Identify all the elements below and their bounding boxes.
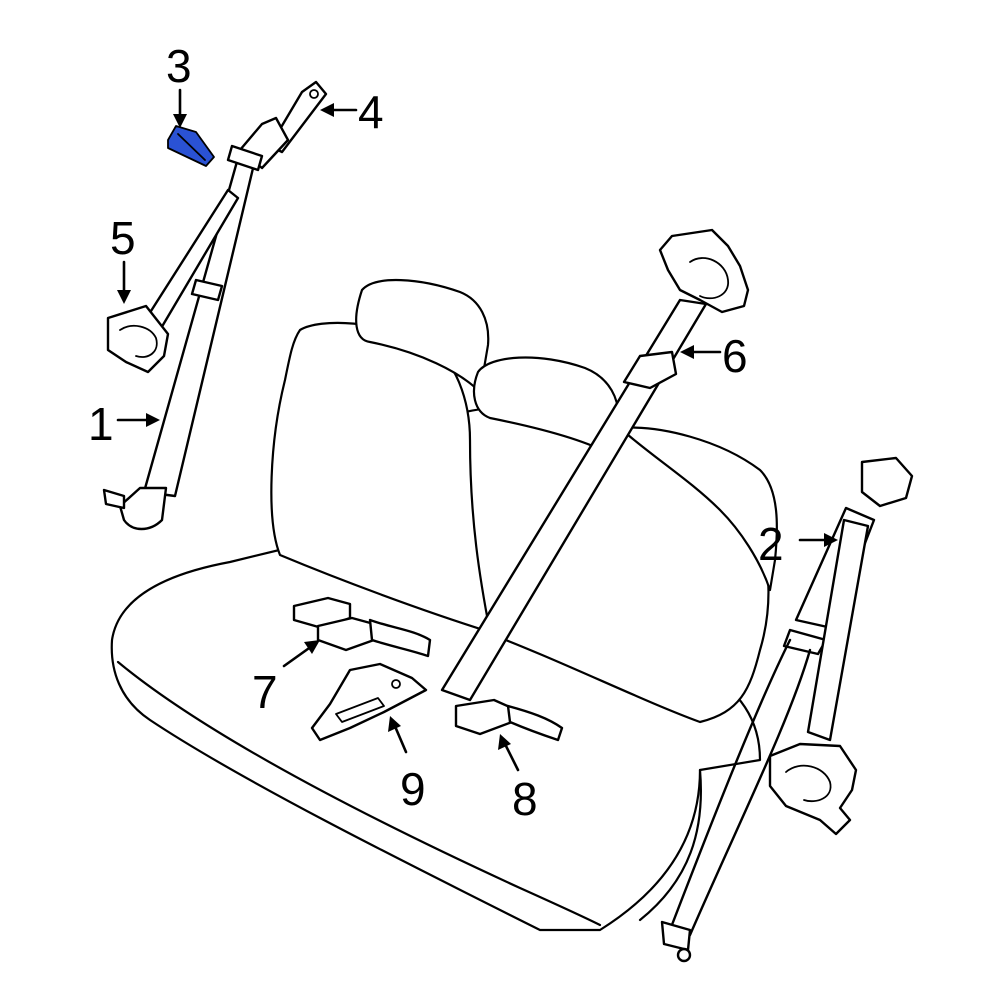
right-belt-webbing-lower-right: [688, 648, 812, 937]
upper-anchor-bolt-hole: [309, 89, 319, 99]
right-belt-webbing-to-retractor[interactable]: [806, 518, 870, 742]
mounting-bracket-hole: [391, 679, 401, 689]
callout-6[interactable]: 6: [722, 330, 748, 382]
left-belt-anchor-bolt[interactable]: [102, 488, 126, 510]
part-6-center-belt-assembly[interactable]: [440, 228, 750, 702]
mounting-bracket-slot: [335, 697, 385, 723]
left-retractor-spool: [119, 324, 158, 358]
part-2-right-belt-assembly[interactable]: [660, 456, 914, 963]
arrowhead-9: [388, 716, 401, 732]
part-8-center-buckle[interactable]: [454, 698, 564, 742]
right-belt-webbing-lower-left: [668, 638, 792, 932]
arrowhead-2: [824, 533, 838, 547]
callout-3[interactable]: 3: [166, 40, 192, 92]
seat-cushion-front-edge: [116, 660, 602, 927]
callout-7[interactable]: 7: [252, 666, 278, 718]
callout-4[interactable]: 4: [358, 86, 384, 138]
right-retractor-spool: [785, 764, 832, 803]
callout-5[interactable]: 5: [110, 212, 136, 264]
arrowhead-1: [146, 413, 160, 427]
left-belt-guide-loop[interactable]: [226, 144, 264, 172]
seat-back-right-bolster: [618, 426, 778, 592]
callout-1[interactable]: 1: [88, 398, 114, 450]
arrowhead-3: [173, 114, 187, 128]
right-belt-floor-anchor[interactable]: [660, 920, 692, 952]
callout-leaders: [116, 88, 838, 772]
part-1-left-belt-assembly[interactable]: [102, 144, 264, 531]
left-belt-slider[interactable]: [190, 278, 224, 302]
leader-8: [502, 740, 520, 772]
buckle-7-strap[interactable]: [368, 618, 432, 658]
part-7-buckle-assembly[interactable]: [292, 596, 432, 658]
center-belt-webbing[interactable]: [440, 298, 708, 702]
arrowhead-6: [680, 345, 694, 359]
arrowhead-8: [498, 734, 511, 750]
callout-8[interactable]: 8: [512, 773, 538, 825]
center-retractor-spool: [689, 257, 729, 300]
leader-9: [392, 722, 408, 754]
leader-7: [282, 644, 314, 668]
buckle-8-strap[interactable]: [506, 704, 564, 742]
arrowhead-4: [320, 103, 334, 117]
right-retractor-housing[interactable]: [768, 742, 858, 836]
left-retractor-housing[interactable]: [106, 304, 170, 374]
left-belt-lower-end[interactable]: [118, 486, 168, 531]
callout-labels: 1 2 3 4 5 6 7 8 9: [88, 40, 784, 825]
arrowhead-5: [117, 290, 131, 304]
center-retractor-housing[interactable]: [658, 228, 750, 314]
rear-seat: [110, 278, 778, 932]
callout-9[interactable]: 9: [400, 763, 426, 815]
part-9-mounting-bracket[interactable]: [310, 662, 428, 742]
right-belt-upper-guide[interactable]: [860, 456, 914, 508]
arrowhead-7: [304, 640, 320, 654]
callout-2[interactable]: 2: [758, 518, 784, 570]
right-belt-slider[interactable]: [782, 628, 828, 656]
right-belt-anchor-bolt[interactable]: [676, 947, 692, 963]
trim-cover-crease: [177, 133, 206, 161]
part-3-trim-cover[interactable]: [167, 125, 215, 167]
part-5-left-retractor[interactable]: [106, 188, 240, 374]
center-belt-guide[interactable]: [622, 350, 678, 390]
seat-cushion-side-edge: [638, 768, 702, 922]
